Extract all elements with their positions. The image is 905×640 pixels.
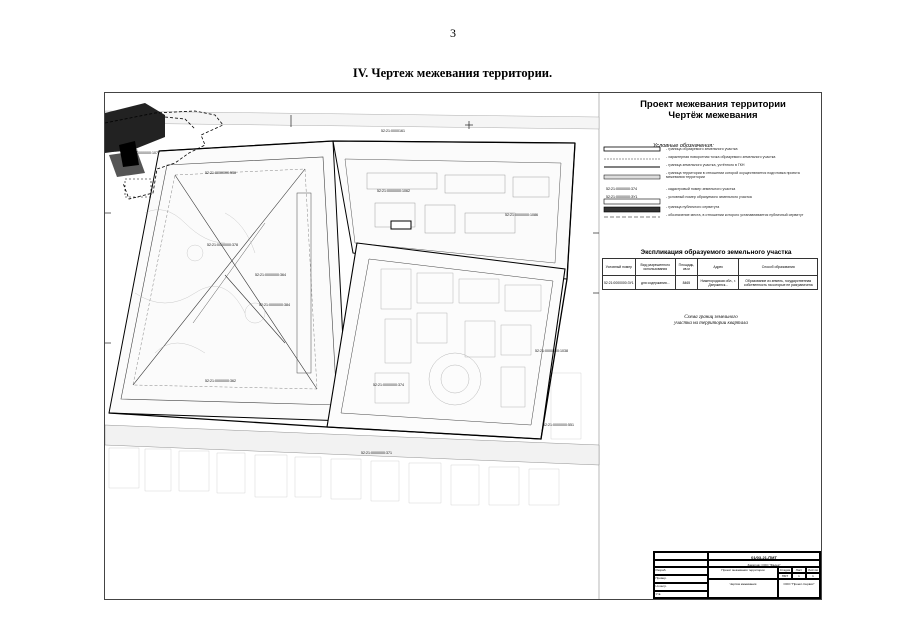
cadastral-number-label: 52:21:0000000:1062 bbox=[377, 189, 410, 193]
stamp-row: Провер. bbox=[654, 575, 708, 583]
cadastral-number-label: 52:21:0000000:378 bbox=[207, 243, 238, 247]
legend-item-text: - граница территории в отношении которой… bbox=[666, 171, 800, 179]
cadastral-number-label: 52:21:0000000:536 bbox=[205, 171, 236, 175]
page-heading: IV. Чертеж межевания территории. bbox=[352, 66, 553, 80]
explication-title: Экспликация образуемого земельного участ… bbox=[640, 249, 792, 256]
stamp-row: Утв. bbox=[654, 591, 708, 598]
scheme-title: Схема границ земельного участка на терри… bbox=[641, 315, 781, 327]
location-scheme bbox=[105, 103, 224, 200]
explication-table: Условный номер Вид разрешенного использо… bbox=[602, 258, 818, 290]
cadastral-number-label: 52:21:0000000:374 bbox=[373, 383, 404, 387]
street-band-north bbox=[105, 110, 600, 130]
explication-cell: Образование из земель, государственная с… bbox=[738, 275, 818, 290]
legend-item-text: - граница публичного сервитута bbox=[666, 205, 720, 209]
legend-item-code: 52:21:0000000:374 bbox=[606, 187, 637, 191]
legend-item-text: - характерная поворотная точка образуемо… bbox=[666, 155, 776, 159]
stamp-sheets: 1 bbox=[806, 573, 820, 579]
scheme-title-line1: Схема границ земельного bbox=[684, 315, 738, 320]
cadastral-number-label: 52:21:0000000:362 bbox=[205, 379, 236, 383]
cadastral-number-label: 52:21:0000000:371 bbox=[361, 451, 392, 455]
legend-item: - обозначение места, в отношении которог… bbox=[604, 213, 814, 221]
explication-header: Адрес bbox=[696, 258, 740, 276]
legend-item-text: - условный номер образуемого земельного … bbox=[666, 195, 752, 199]
cadastral-number-label: 52:21:0000000:1077 bbox=[127, 151, 160, 155]
legend-item: - граница образуемого земельного участка bbox=[604, 147, 814, 155]
stamp-row: Н.контр. bbox=[654, 583, 708, 591]
stamp-code: 01/03-21-ПМТ bbox=[708, 552, 820, 560]
explication-header: Способ образования bbox=[738, 258, 818, 276]
legend-item-text: - обозначение места, в отношении которог… bbox=[666, 213, 804, 217]
legend-title-line1: Проект межевания территории bbox=[640, 99, 786, 110]
explication-header: Вид разрешенного использования bbox=[634, 258, 676, 276]
cadastral-map bbox=[105, 93, 661, 599]
explication-header: Площадь, кв.м bbox=[674, 258, 698, 276]
explication-header: Условный номер bbox=[602, 258, 636, 276]
legend-item-code: 52:21:0000000:ЗУ1 bbox=[606, 195, 638, 199]
page-number: 3 bbox=[450, 26, 456, 40]
stamp-sheet-title: Чертёж межевания bbox=[708, 579, 778, 598]
legend-item: - характерная поворотная точка образуемо… bbox=[604, 155, 814, 163]
legend-item: - граница территории в отношении которой… bbox=[604, 171, 814, 179]
legend-title-line2: Чертёж межевания bbox=[668, 110, 758, 121]
stamp-sheet-label: Лист bbox=[792, 567, 806, 573]
drawing-sheet: 52:21:0000161 52:21:0000000:1077 52:21:000… bbox=[104, 92, 822, 600]
explication-cell: 8465 bbox=[674, 275, 698, 290]
legend-heading: Условные обозначения: bbox=[653, 143, 714, 149]
explication-header-row: Условный номер Вид разрешенного использо… bbox=[602, 258, 818, 276]
title-block: 01/03-21-ПМТ Заказчик: ООО "Фадея" Проек… bbox=[653, 551, 821, 599]
cadastral-number-label: 52:21:0000161 bbox=[381, 129, 405, 133]
cadastral-number-label: 52:21:0000000:551 bbox=[543, 423, 574, 427]
cadastral-number-label: 52:21:0000000:364 bbox=[255, 273, 286, 277]
stamp-sheets-label: Листов bbox=[806, 567, 820, 573]
legend-title: Проект межевания территории Чертёж межев… bbox=[613, 99, 813, 121]
stamp-description: Проект межевания территории bbox=[708, 567, 778, 579]
explication-cell: 52:21:0000000:ЗУ1 bbox=[602, 275, 636, 290]
scheme-title-line2: участка на территории квартала bbox=[674, 321, 748, 326]
legend-item-text: - граница образуемого земельного участка bbox=[666, 147, 738, 151]
explication-cell: Нижегородская обл., г. Дзержинск... bbox=[696, 275, 740, 290]
explication-cell: для содержания... bbox=[634, 275, 676, 290]
legend-item: - граница земельного участка, учтённого … bbox=[604, 163, 814, 171]
stamp-sheet: 1 bbox=[792, 573, 806, 579]
legend-item-text: - кадастровый номер земельного участка bbox=[666, 187, 736, 191]
cadastral-number-label: 52:21:0000000:1086 bbox=[505, 213, 538, 217]
legend-samples bbox=[603, 146, 661, 218]
stamp-company: ООО "Проект-Сервис" bbox=[778, 579, 820, 598]
legend-item-text: - граница земельного участка, учтённого … bbox=[666, 163, 745, 167]
right-block-boundary bbox=[326, 242, 566, 440]
stamp-row: Разраб. bbox=[654, 567, 708, 575]
cadastral-number-label: 52:21:0000000:1038 bbox=[535, 349, 568, 353]
table-row: 52:21:0000000:ЗУ1 для содержания... 8465… bbox=[602, 275, 818, 290]
map-drawing bbox=[105, 110, 600, 506]
stamp-stage-label: Стадия bbox=[778, 567, 792, 573]
legend-item: 52:21:0000000:374 - кадастровый номер зем… bbox=[604, 187, 814, 195]
legend-item: 52:21:0000000:ЗУ1 - условный номер образу… bbox=[604, 195, 814, 203]
legend-item: - граница публичного сервитута bbox=[604, 205, 814, 213]
street-band-south bbox=[105, 424, 600, 466]
stamp-object: Заказчик: ООО "Фадея" bbox=[708, 560, 820, 567]
cadastral-number-label: 52:21:0000000:384 bbox=[259, 303, 290, 307]
stamp-stage: ПМТ bbox=[778, 573, 792, 579]
